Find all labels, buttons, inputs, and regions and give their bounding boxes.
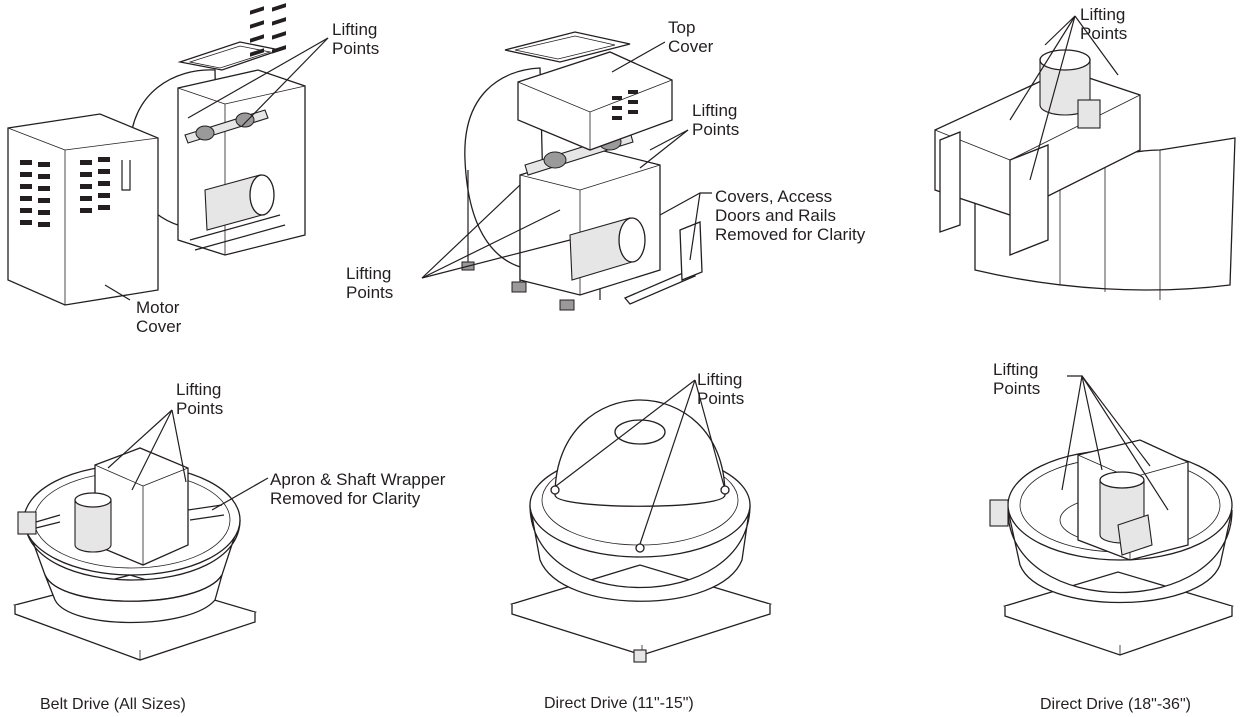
top-cover	[517, 51, 673, 151]
caption-direct-drive-small: Direct Drive (11"-15")	[544, 695, 694, 712]
covers-removed-label: Covers, Access Doors and Rails Removed f…	[715, 187, 866, 244]
motor-cover	[7, 113, 159, 306]
upblast-unit	[934, 15, 1236, 300]
lifting-points-label-2: Lifting Points	[692, 101, 740, 139]
lifting-points-label-3: Lifting Points	[346, 264, 394, 302]
motor-cover-label: Motor Cover	[136, 298, 182, 336]
lifting-points-label-1: Lifting Points	[332, 20, 380, 58]
caption-belt-drive: Belt Drive (All Sizes)	[40, 696, 186, 713]
lifting-points-label-7: Lifting Points	[993, 360, 1041, 398]
top-cover-label: Top Cover	[668, 18, 714, 56]
belt-drive-roof-exhauster	[12, 409, 269, 661]
utility-blower-open-unit	[421, 31, 712, 311]
lifting-points-label-4: Lifting Points	[1080, 5, 1128, 43]
direct-drive-large-exhauster	[989, 375, 1235, 656]
apron-shaft-label: Apron & Shaft Wrapper Removed for Clarit…	[270, 470, 446, 508]
frame-louvers	[250, 3, 286, 57]
lifting-points-label-5: Lifting Points	[176, 380, 224, 418]
lifting-points-label-6: Lifting Points	[697, 370, 745, 408]
direct-drive-small-exhauster	[509, 379, 773, 663]
utility-blower-unit	[7, 3, 329, 306]
caption-direct-drive-large: Direct Drive (18"-36")	[1040, 696, 1191, 713]
